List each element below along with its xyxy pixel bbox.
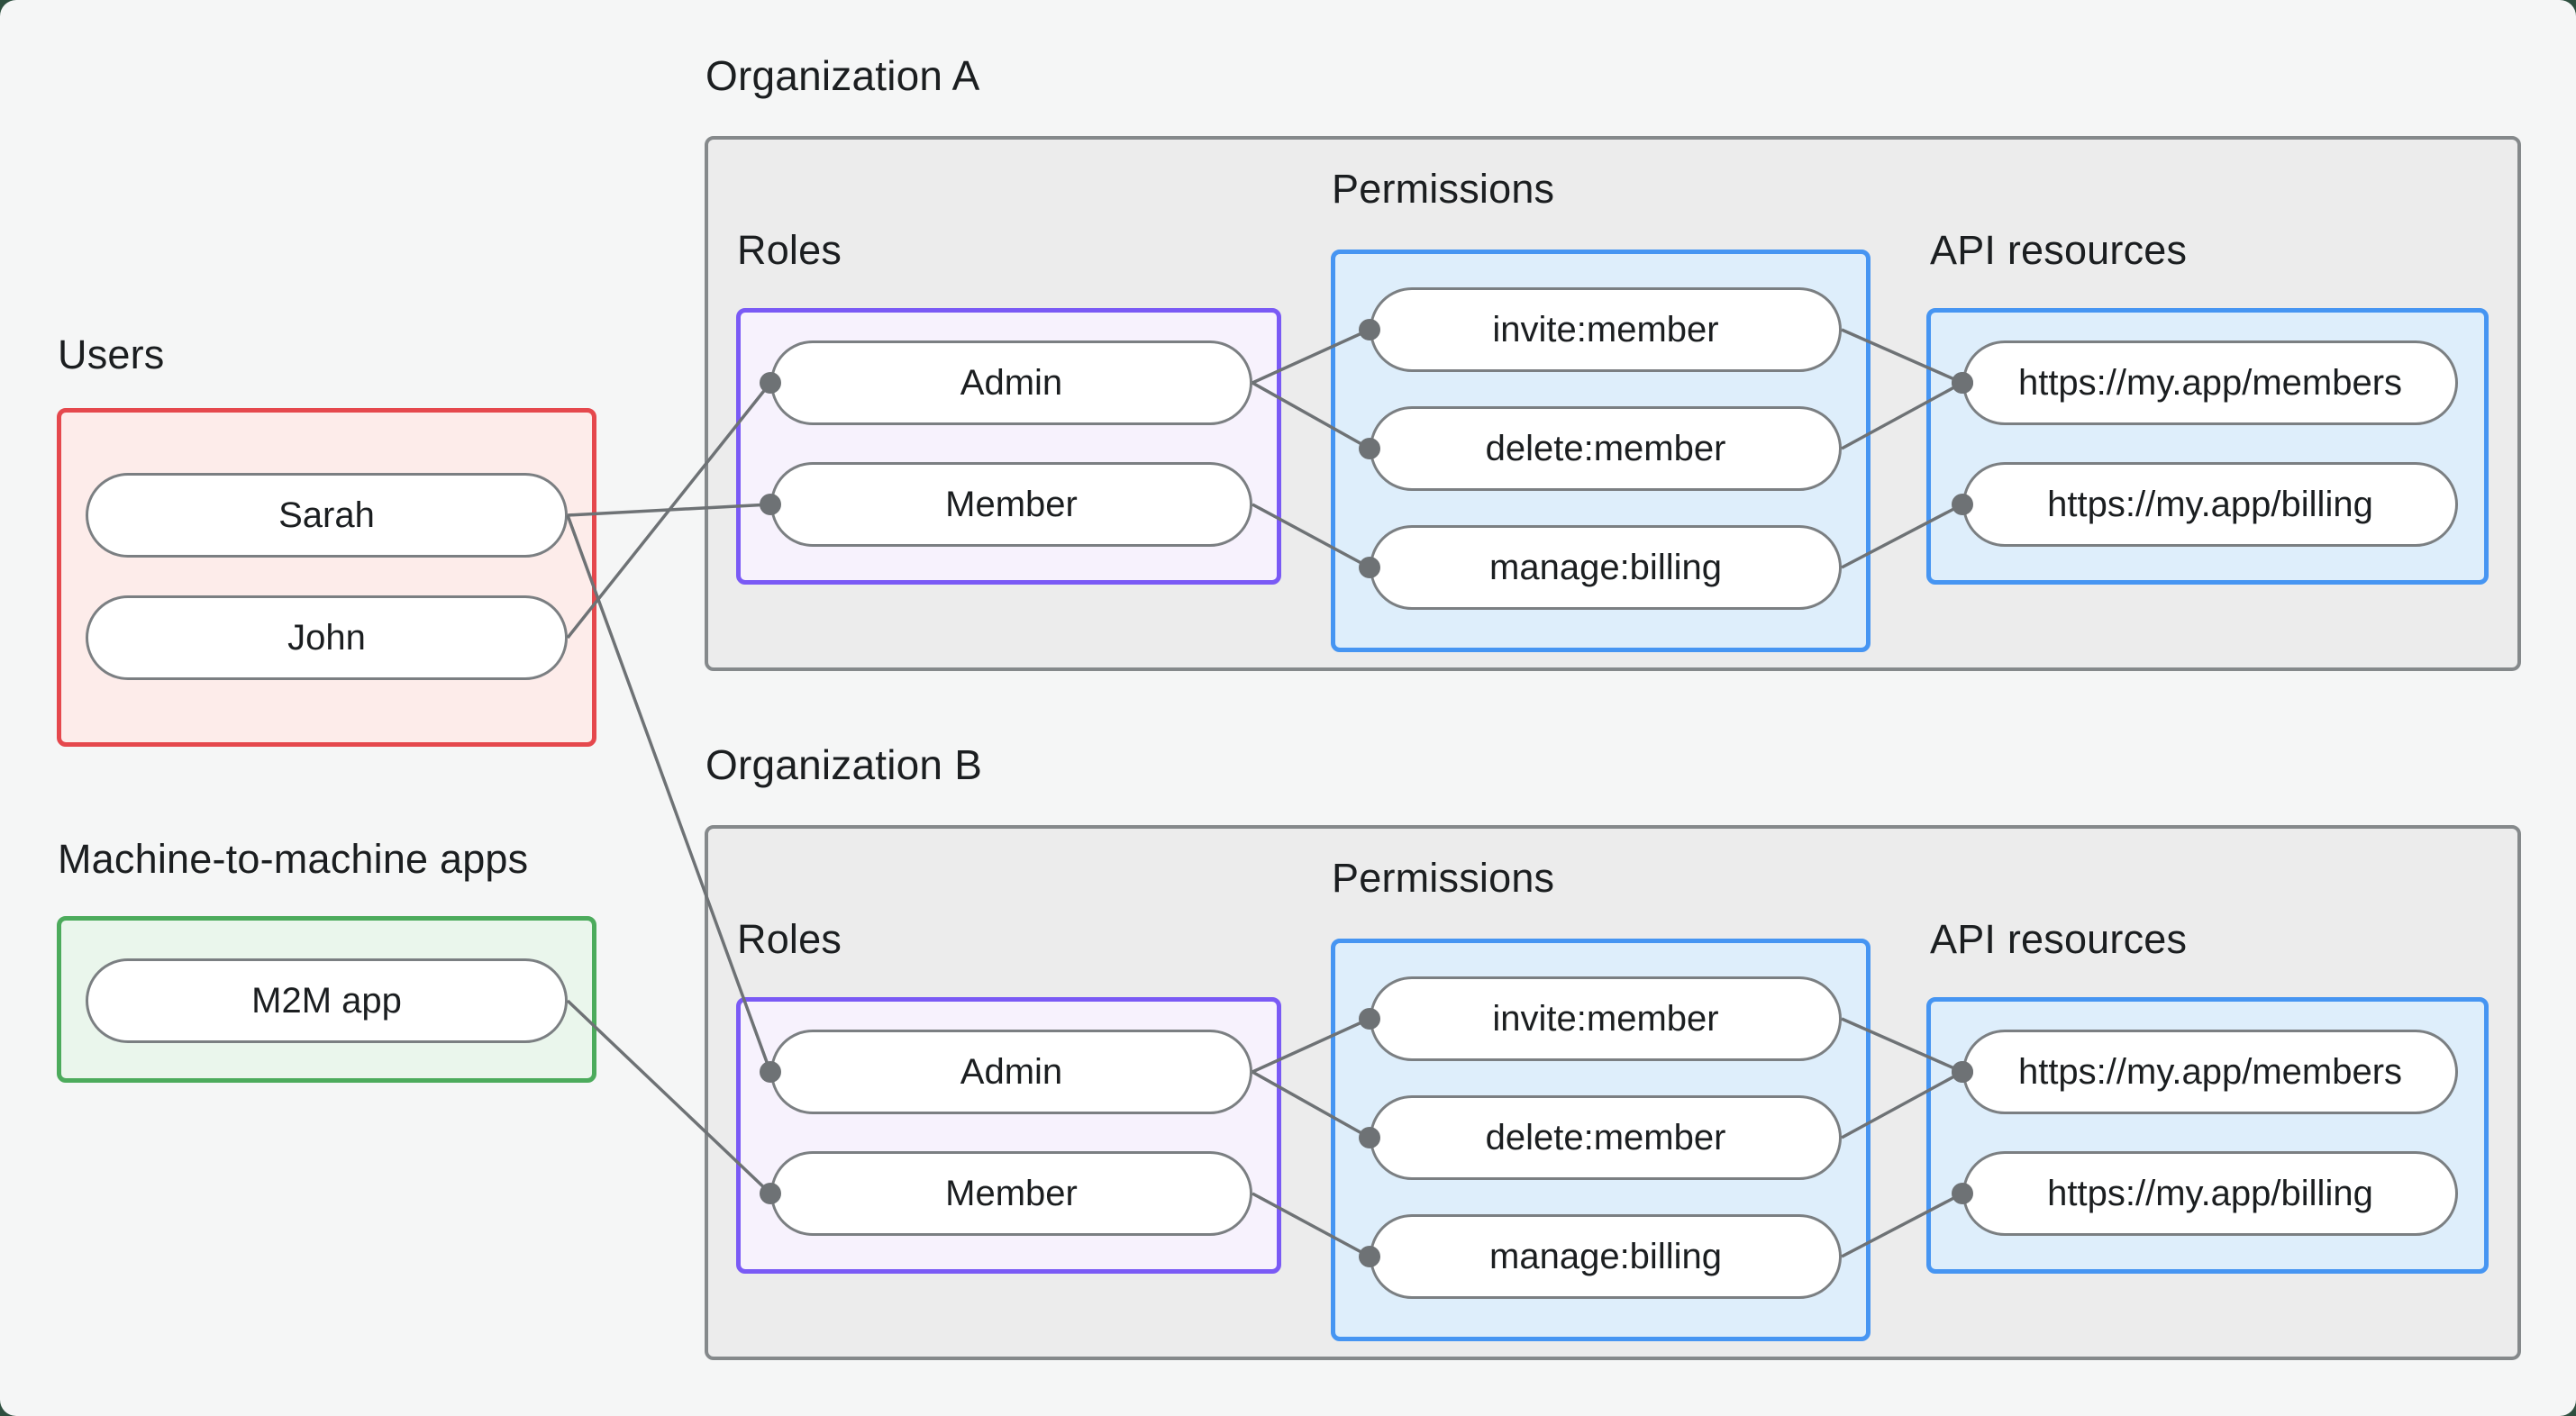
org-b-title: Organization B (705, 741, 983, 788)
node-org-a-api-billing: https://my.app/billing (1962, 462, 2458, 547)
users-label: Users (58, 331, 165, 377)
org-a-title: Organization A (705, 52, 980, 99)
node-org-b-perm-manage: manage:billing (1370, 1214, 1842, 1299)
users-group-box (57, 408, 596, 747)
node-user-sarah: Sarah (86, 473, 568, 558)
node-org-b-api-billing: https://my.app/billing (1962, 1151, 2458, 1236)
node-org-b-perm-delete: delete:member (1370, 1095, 1842, 1180)
org-a-permissions-label: Permissions (1332, 166, 1555, 212)
org-b-api-label: API resources (1930, 916, 2188, 962)
node-org-a-perm-invite: invite:member (1370, 287, 1842, 372)
org-b-roles-label: Roles (737, 916, 842, 962)
node-org-a-api-members: https://my.app/members (1962, 340, 2458, 425)
node-m2m-app: M2M app (86, 958, 568, 1043)
node-org-b-role-admin: Admin (770, 1030, 1252, 1114)
node-org-b-api-members: https://my.app/members (1962, 1030, 2458, 1114)
org-a-roles-label: Roles (737, 227, 842, 273)
m2m-label: Machine-to-machine apps (58, 836, 529, 882)
node-org-b-perm-invite: invite:member (1370, 976, 1842, 1061)
node-org-a-role-member: Member (770, 462, 1252, 547)
org-a-api-label: API resources (1930, 227, 2188, 273)
node-org-a-role-admin: Admin (770, 340, 1252, 425)
org-b-permissions-label: Permissions (1332, 855, 1555, 901)
node-org-a-perm-manage: manage:billing (1370, 525, 1842, 610)
node-org-b-role-member: Member (770, 1151, 1252, 1236)
node-org-a-perm-delete: delete:member (1370, 406, 1842, 491)
node-user-john: John (86, 595, 568, 680)
